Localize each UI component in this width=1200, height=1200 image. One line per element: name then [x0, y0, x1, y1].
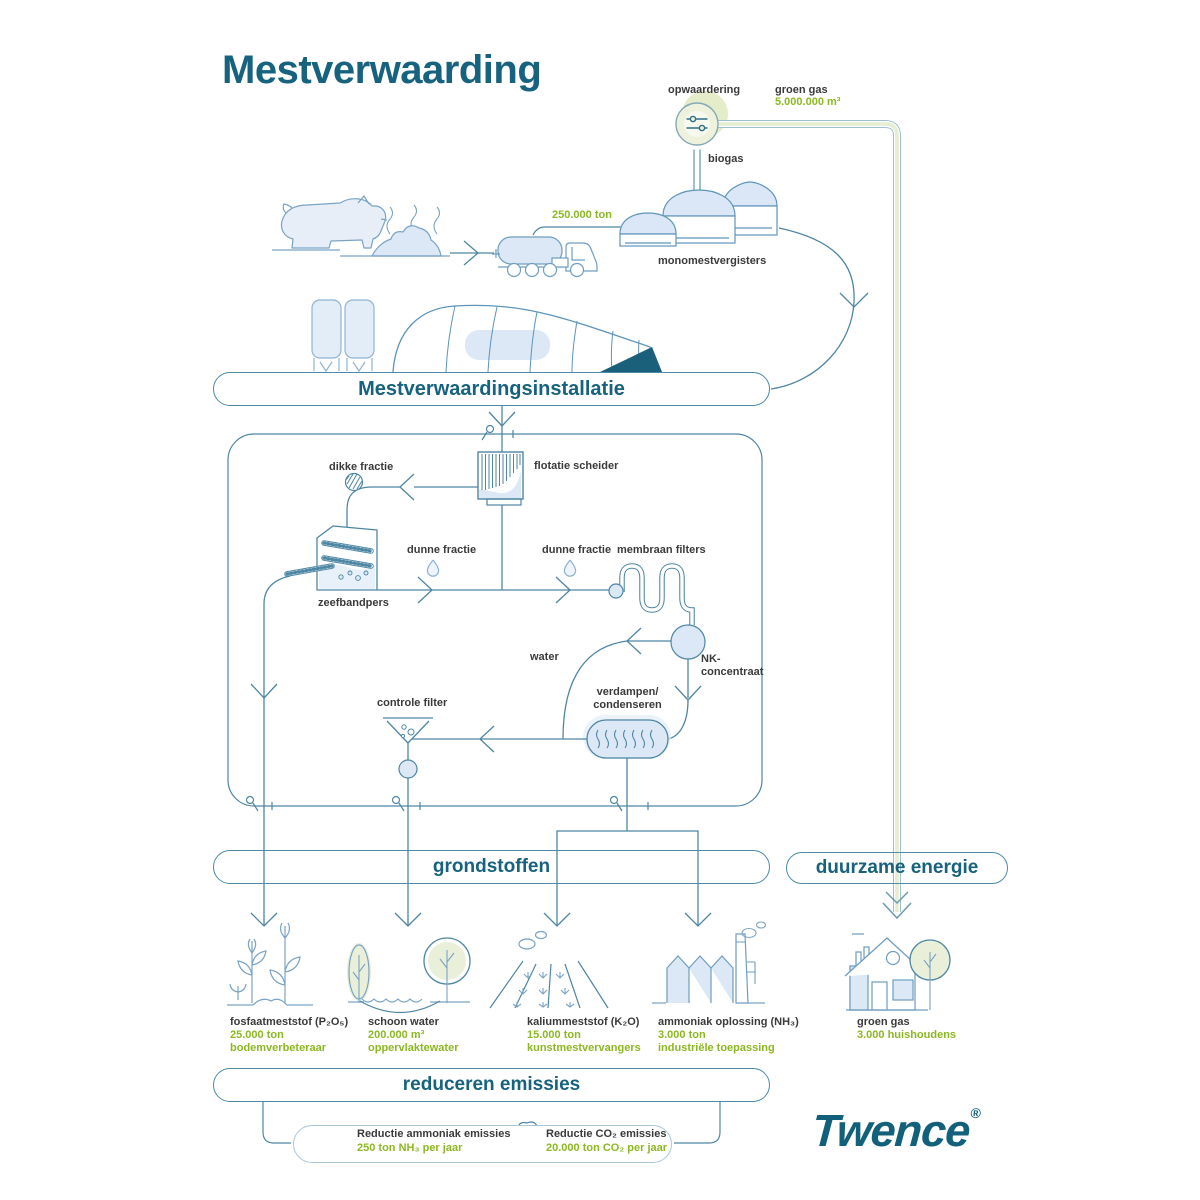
output-value: 25.000 ton [230, 1029, 284, 1041]
output-value: 15.000 ton [527, 1029, 581, 1041]
label-dunne-fractie-1: dunne fractie [407, 544, 477, 556]
manure-pile-icon [272, 204, 450, 257]
droplet-icons [426, 559, 577, 577]
monomestvergisters-icon [619, 181, 778, 247]
output-value: 3.000 ton [658, 1029, 706, 1041]
output-groen-gas: groen gas 3.000 huishoudens [857, 1016, 956, 1042]
nk-line1: NK- [701, 653, 721, 665]
value-input-amount: 250.000 ton [552, 209, 612, 221]
banner-reduceren-emissies: reduceren emissies [213, 1068, 770, 1102]
banner-grondstoffen-label: grondstoffen [432, 856, 551, 877]
output-value: 200.000 m³ [368, 1029, 425, 1041]
emission-1-label: Reductie ammoniak emissies [357, 1128, 511, 1140]
emission-2-label: Reductie CO₂ emissies [546, 1128, 667, 1140]
value-groen-gas: 5.000.000 m³ [775, 96, 841, 108]
installation-building-icon [392, 304, 662, 373]
sampling-magnifier-icons [245, 424, 649, 812]
label-membraan-filters: membraan filters [617, 544, 706, 556]
label-monomestvergisters: monomestvergisters [658, 255, 767, 267]
emissions-box [293, 1125, 672, 1163]
opwaardering-icon [675, 102, 719, 193]
tree-water-icon [347, 937, 471, 1014]
output-fosfaat: fosfaatmeststof (P₂O₅) 25.000 ton bodemv… [230, 1016, 348, 1055]
output-use: bodemverbeteraar [230, 1042, 326, 1054]
label-nk-concentraat: NK- concentraat [701, 653, 763, 679]
flow-arrow-into-processbox [488, 405, 516, 452]
banner-installatie-label: Mestverwaardingsinstallatie [358, 377, 625, 400]
silos-icon [311, 299, 375, 373]
output-name: fosfaatmeststof (P₂O₅) [230, 1016, 349, 1028]
dunne-fractie-flow [377, 505, 610, 604]
verdampen-output-flow [543, 758, 712, 927]
emission-2-value: 20.000 ton CO₂ per jaar [546, 1142, 668, 1154]
output-name: schoon water [368, 1016, 439, 1028]
crops-icon [227, 922, 313, 1006]
output-name: kaliummeststof (K₂O) [527, 1016, 640, 1028]
label-zeefbandpers: zeefbandpers [318, 597, 389, 609]
output-use: kunstmestvervangers [527, 1042, 641, 1054]
output-schoon-water: schoon water 200.000 m³ oppervlaktewater [368, 1016, 458, 1055]
steam-waves [595, 729, 655, 749]
membraan-filters-icon [608, 563, 695, 625]
label-groen-gas: groen gas [775, 84, 828, 96]
house-icon [844, 933, 951, 1011]
label-dunne-fractie-2: dunne fractie [542, 544, 612, 556]
water-to-filter-flow [412, 725, 587, 753]
twence-logo-text: Twence [810, 1105, 972, 1156]
output-use: industriële toepassing [658, 1042, 775, 1054]
nk-concentraat-flow [667, 659, 702, 740]
verdampen-line2: condenseren [593, 699, 662, 711]
field-icon [489, 930, 609, 1009]
flow-curve-to-installation [770, 227, 869, 390]
label-dikke-fractie: dikke fractie [329, 461, 394, 473]
dikke-fractie-flow [346, 473, 478, 527]
flow-arrow-to-truck [450, 240, 494, 266]
banner-duurzame-energie: duurzame energie [786, 852, 1008, 884]
output-name: ammoniak oplossing (NH₃) [658, 1016, 799, 1028]
conveyor-belts [284, 540, 374, 577]
output-value: 3.000 huishoudens [857, 1029, 957, 1041]
fosfaat-flow-line [250, 575, 291, 927]
controle-filter-icon [383, 717, 433, 927]
truck-icon [492, 226, 622, 278]
green-gas-arrow-icon [882, 891, 912, 920]
output-use: oppervlaktewater [368, 1042, 459, 1054]
banner-duurzame-energie-label: duurzame energie [815, 857, 979, 878]
banner-installatie: Mestverwaardingsinstallatie [213, 372, 770, 406]
twence-logo: Twence® [810, 1105, 981, 1157]
output-ammoniak: ammoniak oplossing (NH₃) 3.000 ton indus… [658, 1016, 799, 1055]
building-dark-wedge [600, 347, 662, 372]
cloud-icons [518, 930, 548, 950]
verdampen-condenseren-icon [583, 715, 671, 759]
pig-icon [280, 194, 388, 249]
nk-line2: concentraat [701, 666, 764, 678]
droplets [338, 570, 369, 581]
flotatie-scheider-icon [477, 451, 524, 506]
emission-1-value: 250 ton NH₃ per jaar [357, 1142, 463, 1154]
output-name: groen gas [857, 1016, 910, 1028]
zeefbandpers-icon [284, 525, 378, 591]
label-opwaardering: opwaardering [668, 84, 741, 96]
label-biogas: biogas [708, 153, 744, 165]
emission-connectors [262, 1102, 721, 1144]
label-flotatie-scheider: flotatie scheider [534, 460, 619, 472]
output-kaliummeststof: kaliummeststof (K₂O) 15.000 ton kunstmes… [527, 1016, 641, 1055]
registered-mark: ® [970, 1105, 982, 1121]
label-controle-filter: controle filter [377, 697, 448, 709]
water-flow [562, 627, 671, 740]
biogas-pipe [693, 149, 701, 193]
page-title: Mestverwaarding [222, 48, 542, 92]
label-water: water [530, 651, 559, 663]
sliders-icon [686, 115, 708, 132]
banner-grondstoffen: grondstoffen [213, 850, 770, 884]
dikke-fractie-icon [344, 472, 364, 492]
smoke-icon [741, 921, 767, 939]
label-verdampen-condenseren: verdampen/ condenseren [587, 686, 668, 712]
banner-reduceren-emissies-label: reduceren emissies [402, 1074, 581, 1095]
verdampen-line1: verdampen/ [596, 686, 659, 698]
factory-icon [652, 921, 767, 1004]
separator-circle-icon [670, 624, 706, 660]
process-box [227, 424, 763, 812]
